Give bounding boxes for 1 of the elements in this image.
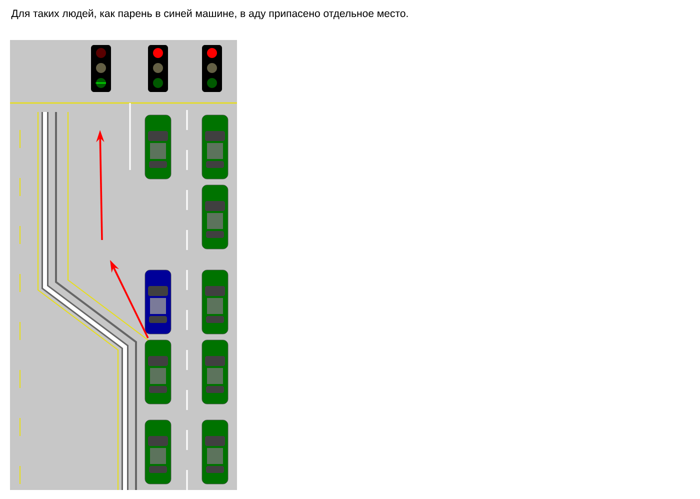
title-text: Для таких людей, как парень в синей машине, в аду припасено отдельное место. xyxy=(11,9,408,20)
